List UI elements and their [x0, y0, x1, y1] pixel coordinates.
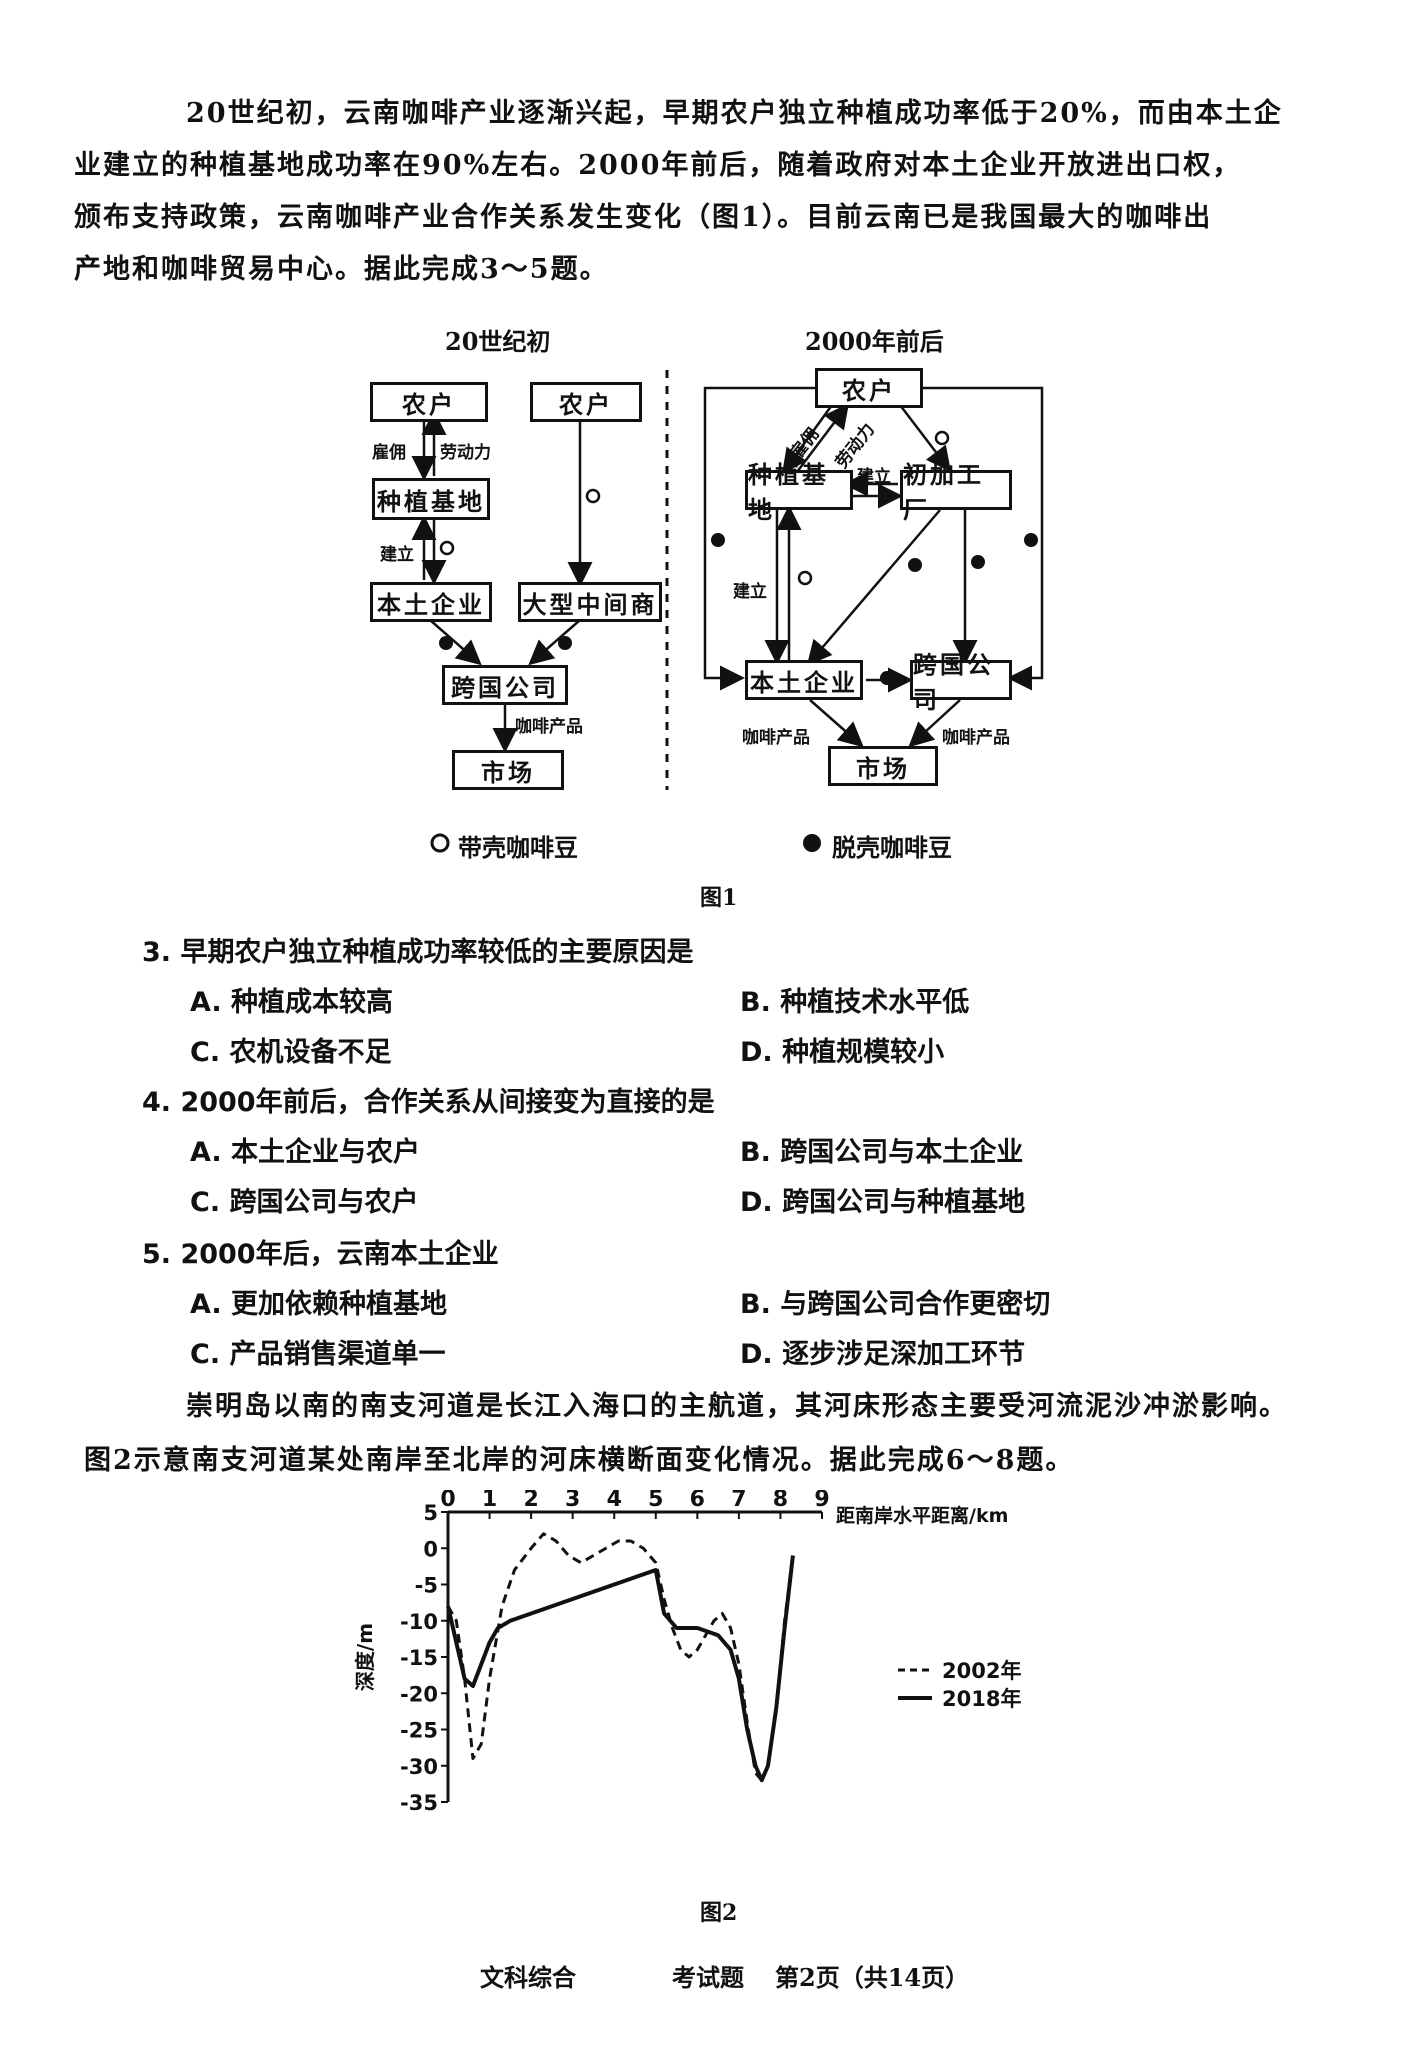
question-4-option-a: A. 本土企业与农户: [190, 1137, 421, 1168]
question-4-option-d: D. 跨国公司与种植基地: [740, 1187, 1026, 1218]
left-label-product: 咖啡产品: [515, 717, 583, 737]
x-tick-label: 2: [523, 1490, 538, 1512]
intro-paragraph: 20世纪初，云南咖啡产业逐渐兴起，早期农户独立种植成功率低于20%，而由本土企 …: [74, 88, 1300, 296]
right-label-build: 建立: [733, 582, 767, 602]
right-multinational-box: 跨国公司: [910, 650, 1012, 714]
series-2018年-line: [446, 1555, 795, 1783]
right-factory-box: 初加工厂: [900, 460, 1012, 524]
question-4-option-c: C. 跨国公司与农户: [190, 1187, 419, 1218]
intro2-paragraph: 崇明岛以南的南支河道是长江入海口的主航道，其河床形态主要受河流泥沙冲淤影响。 图…: [84, 1380, 1300, 1488]
question-4-stem: 4. 2000年前后，合作关系从间接变为直接的是: [142, 1087, 715, 1118]
question-3-option-c: C. 农机设备不足: [190, 1037, 392, 1068]
figure1-caption: 图1: [700, 885, 738, 911]
intro2-line: 崇明岛以南的南支河道是长江入海口的主航道，其河床形态主要受河流泥沙冲淤影响。: [186, 1391, 1288, 1422]
footer-page: 第2页（共14页）: [775, 1963, 970, 1992]
footer-subject: 文科综合: [480, 1963, 576, 1992]
x-tick-label: 9: [814, 1490, 829, 1512]
y-tick-label: 0: [423, 1537, 438, 1561]
right-market-box: 市场: [828, 746, 938, 786]
series-2002年-line: [446, 1532, 795, 1782]
question-5-option-b: B. 与跨国公司合作更密切: [740, 1289, 1051, 1320]
left-market-box: 市场: [452, 750, 564, 790]
left-local-enterprise-box: 本土企业: [370, 582, 492, 622]
left-label-labor: 劳动力: [440, 443, 491, 463]
question-5-stem: 5. 2000年后，云南本土企业: [142, 1239, 499, 1270]
figure1-right-title: 2000年前后: [805, 327, 944, 356]
question-3-option-b: B. 种植技术水平低: [740, 987, 970, 1018]
question-5-option-a: A. 更加依赖种植基地: [190, 1289, 448, 1320]
x-tick-label: 0: [440, 1490, 455, 1512]
intro-line: 产地和咖啡贸易中心。据此完成3～5题。: [74, 254, 609, 285]
y-tick-label: -15: [400, 1646, 438, 1670]
figure1-connectors: [411, 370, 1044, 853]
question-3-stem: 3. 早期农户独立种植成功率较低的主要原因是: [142, 937, 694, 968]
figure2-caption: 图2: [700, 1900, 738, 1926]
y-axis-label: 深度/m: [353, 1623, 377, 1691]
question-4-option-b: B. 跨国公司与本土企业: [740, 1137, 1024, 1168]
right-label-build-small: 建立: [857, 467, 891, 487]
right-local-enterprise-box: 本土企业: [745, 660, 863, 700]
x-tick-label: 6: [690, 1490, 705, 1512]
intro-line: 颁布支持政策，云南咖啡产业合作关系发生变化（图1）。目前云南已是我国最大的咖啡出: [74, 202, 1213, 233]
left-farmer-box: 农户: [370, 382, 488, 422]
y-tick-label: -35: [400, 1791, 438, 1815]
x-axis-label: 距南岸水平距离/km: [836, 1504, 1008, 1527]
x-tick-label: 4: [607, 1490, 622, 1512]
footer-exam: 考试题: [672, 1963, 744, 1992]
question-5-option-c: C. 产品销售渠道单一: [190, 1339, 446, 1370]
x-tick-label: 7: [731, 1490, 746, 1512]
right-label-product-right: 咖啡产品: [942, 728, 1010, 748]
question-5-option-d: D. 逐步涉足深加工环节: [740, 1339, 1026, 1370]
legend-filled-bean: 脱壳咖啡豆: [832, 833, 952, 862]
y-tick-label: -10: [400, 1610, 438, 1634]
left-label-employ: 雇佣: [372, 443, 406, 463]
question-3-option-a: A. 种植成本较高: [190, 987, 394, 1018]
left-farmer2-box: 农户: [530, 382, 642, 422]
left-middleman-box: 大型中间商: [518, 582, 662, 622]
intro2-line: 图2示意南支河道某处南岸至北岸的河床横断面变化情况。据此完成6～8题。: [84, 1445, 1075, 1476]
question-3-option-d: D. 种植规模较小: [740, 1037, 945, 1068]
y-tick-label: -25: [400, 1719, 438, 1743]
x-tick-label: 3: [565, 1490, 580, 1512]
legend-label: 2018年: [942, 1687, 1021, 1711]
x-tick-label: 8: [773, 1490, 788, 1512]
y-tick-label: -30: [400, 1755, 438, 1779]
x-tick-label: 5: [648, 1490, 663, 1512]
left-label-build: 建立: [380, 545, 414, 565]
y-tick-label: -20: [400, 1682, 438, 1706]
y-tick-label: -5: [415, 1574, 438, 1598]
legend-open-bean: 带壳咖啡豆: [458, 833, 578, 862]
intro-line: 20世纪初，云南咖啡产业逐渐兴起，早期农户独立种植成功率低于20%，而由本土企: [186, 98, 1283, 129]
left-multinational-box: 跨国公司: [442, 665, 568, 705]
legend-label: 2002年: [942, 1659, 1021, 1683]
x-tick-label: 1: [482, 1490, 497, 1512]
right-farmer-box: 农户: [815, 368, 923, 408]
left-plantation-box: 种植基地: [372, 478, 490, 520]
right-plantation-box: 种植基地: [745, 460, 853, 524]
y-tick-label: 5: [423, 1501, 438, 1525]
right-label-product-left: 咖啡产品: [742, 728, 810, 748]
intro-line: 业建立的种植基地成功率在90%左右。2000年前后，随着政府对本土企业开放进出口…: [74, 150, 1242, 181]
figure1-left-title: 20世纪初: [445, 327, 551, 356]
